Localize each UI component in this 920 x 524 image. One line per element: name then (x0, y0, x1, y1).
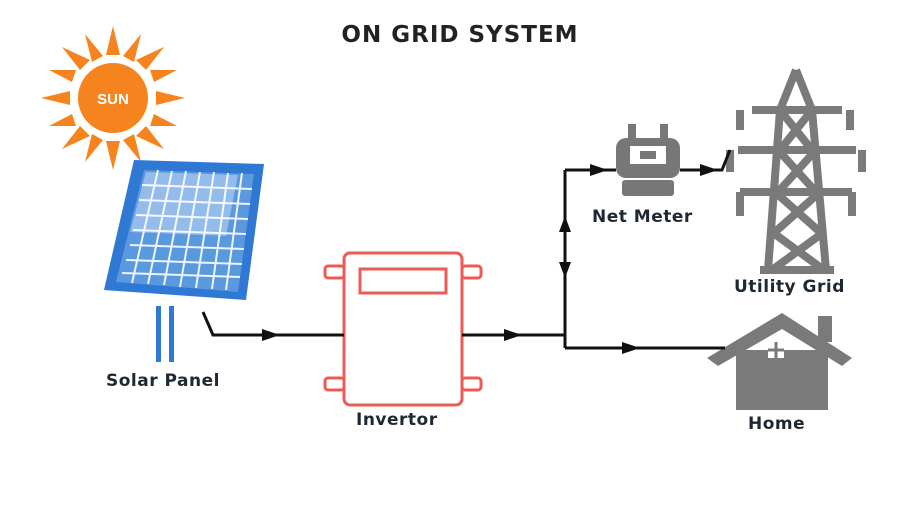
sun-label: SUN (97, 91, 129, 108)
arrow-right-home (622, 342, 640, 354)
connection-lines (201, 149, 732, 350)
arrow-right-meter (590, 164, 608, 176)
meter-to-grid-line (680, 149, 732, 172)
arrow-right-invertor (504, 329, 522, 341)
solar-panel-icon (104, 160, 264, 362)
flow-arrows (262, 164, 718, 354)
net-meter-icon (616, 124, 680, 196)
home-icon (707, 313, 852, 410)
solar-panel-label: Solar Panel (106, 371, 220, 391)
arrow-right-panel (262, 329, 280, 341)
invertor-icon (323, 251, 483, 407)
transmission-tower-icon (726, 68, 866, 274)
net-meter-label: Net Meter (592, 207, 693, 227)
home-label: Home (748, 414, 806, 434)
invertor-label: Invertor (356, 410, 438, 430)
arrow-up-bus (559, 216, 571, 232)
diagram-title: ON GRID SYSTEM (341, 22, 579, 48)
arrow-down-bus (559, 262, 571, 278)
utility-grid-label: Utility Grid (734, 277, 845, 297)
panel-to-invertor-line (201, 311, 344, 337)
sun-icon (41, 26, 185, 170)
arrow-right-grid (700, 164, 718, 176)
